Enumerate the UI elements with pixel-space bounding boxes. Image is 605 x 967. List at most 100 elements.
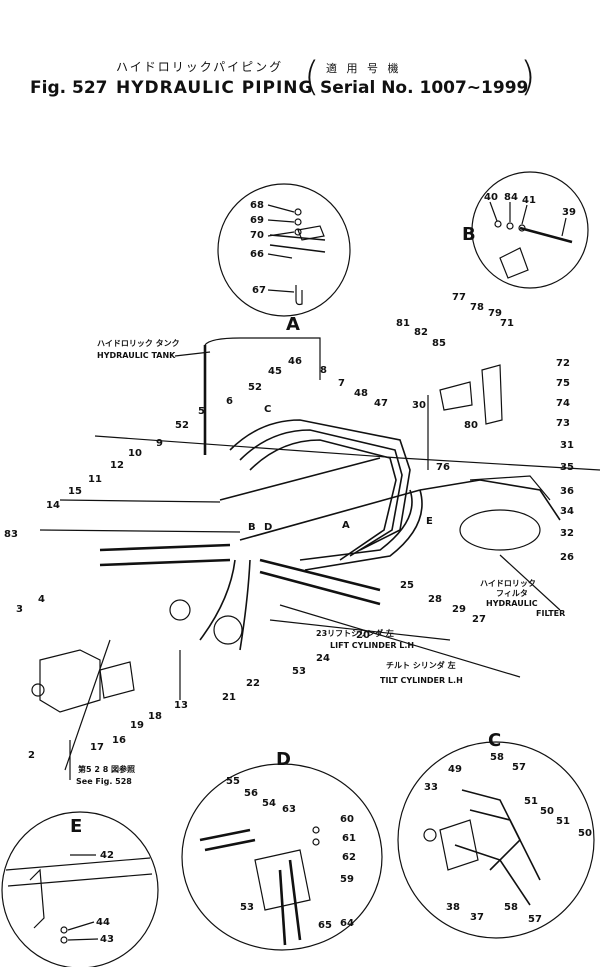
part-66: 66 bbox=[250, 249, 264, 260]
detail-label-e: E bbox=[70, 816, 82, 837]
part-76: 76 bbox=[436, 462, 450, 473]
tilt-label-jp: チルト シリンダ 左 bbox=[386, 660, 456, 670]
part-52: 52 bbox=[248, 382, 262, 393]
part-32: 32 bbox=[560, 528, 574, 539]
view-a-marker: A bbox=[342, 520, 350, 531]
part-6: 6 bbox=[226, 396, 233, 407]
part-38: 38 bbox=[446, 902, 460, 913]
part-24: 24 bbox=[316, 653, 330, 664]
part-13: 13 bbox=[174, 700, 188, 711]
detail-label-a: A bbox=[286, 314, 300, 335]
part-2: 2 bbox=[28, 750, 35, 761]
part-55: 55 bbox=[226, 776, 240, 787]
part-78: 78 bbox=[470, 302, 484, 313]
part-44: 44 bbox=[96, 917, 110, 928]
part-47: 47 bbox=[374, 398, 388, 409]
part-64: 64 bbox=[340, 918, 354, 929]
part-63: 63 bbox=[282, 804, 296, 815]
part-35: 35 bbox=[560, 462, 574, 473]
figure-title: HYDRAULIC PIPING bbox=[116, 78, 314, 98]
part-41: 41 bbox=[522, 195, 536, 206]
part-20: 20 bbox=[356, 630, 370, 641]
part-36: 36 bbox=[560, 486, 574, 497]
part-69: 69 bbox=[250, 215, 264, 226]
part-82: 82 bbox=[414, 327, 428, 338]
part-68: 68 bbox=[250, 200, 264, 211]
tank-label: ハイドロリック タンク HYDRAULIC TANK bbox=[97, 338, 180, 360]
part-77: 77 bbox=[452, 292, 466, 303]
title-block: ハイドロリックパイピング Fig. 527 HYDRAULIC PIPING (… bbox=[26, 54, 546, 108]
part-62: 62 bbox=[342, 852, 356, 863]
part-80: 80 bbox=[464, 420, 478, 431]
part-52: 52 bbox=[175, 420, 189, 431]
view-e-marker: E bbox=[426, 516, 433, 527]
part-40: 40 bbox=[484, 192, 498, 203]
part-29: 29 bbox=[452, 604, 466, 615]
part-72: 72 bbox=[556, 358, 570, 369]
part-7: 7 bbox=[338, 378, 345, 389]
part-56: 56 bbox=[244, 788, 258, 799]
part-74: 74 bbox=[556, 398, 570, 409]
filter-label-jp2: フィルタ bbox=[496, 588, 528, 598]
serial-range: Serial No. 1007~1999 bbox=[320, 78, 529, 98]
tank-label-en: HYDRAULIC TANK bbox=[97, 351, 176, 360]
paren-right: ) bbox=[520, 54, 536, 100]
tank-label-jp: ハイドロリック タンク bbox=[97, 338, 180, 348]
part-26: 26 bbox=[560, 552, 574, 563]
detail-label-d: D bbox=[276, 749, 291, 770]
part-16: 16 bbox=[112, 735, 126, 746]
detail-label-b: B bbox=[462, 224, 476, 245]
part-84: 84 bbox=[504, 192, 518, 203]
part-15: 15 bbox=[68, 486, 82, 497]
paren-left: ( bbox=[304, 54, 320, 100]
see-fig-label: 第5 2 8 図参照 See Fig. 528 bbox=[76, 764, 135, 786]
part-83: 83 bbox=[4, 529, 18, 540]
part-33: 33 bbox=[424, 782, 438, 793]
detail-label-c: C bbox=[488, 730, 501, 751]
part-25: 25 bbox=[400, 580, 414, 591]
part-45: 45 bbox=[268, 366, 282, 377]
part-58: 58 bbox=[504, 902, 518, 913]
detail-c-circle: 33 49 58 57 51 50 51 50 38 37 58 57 bbox=[397, 741, 595, 939]
part-85: 85 bbox=[432, 338, 446, 349]
part-75: 75 bbox=[556, 378, 570, 389]
part-57: 57 bbox=[512, 762, 526, 773]
see-label-jp: 第5 2 8 図参照 bbox=[78, 764, 135, 774]
see-label-en: See Fig. 528 bbox=[76, 777, 132, 786]
part-48: 48 bbox=[354, 388, 368, 399]
part-54: 54 bbox=[262, 798, 276, 809]
part-19: 19 bbox=[130, 720, 144, 731]
figure-number: Fig. 527 bbox=[30, 78, 108, 98]
part-59: 59 bbox=[340, 874, 354, 885]
filter-label-en2: FILTER bbox=[536, 609, 565, 618]
part-37: 37 bbox=[470, 912, 484, 923]
main-assembly bbox=[31, 337, 601, 713]
detail-a-circle: 68 69 70 66 67 bbox=[217, 183, 351, 317]
part-8: 8 bbox=[320, 365, 327, 376]
part-5: 5 bbox=[198, 406, 205, 417]
lift-cylinder-label: 23リフトシリンダ 左 LIFT CYLINDER L.H bbox=[316, 628, 414, 650]
part-43: 43 bbox=[100, 934, 114, 945]
part-79: 79 bbox=[488, 308, 502, 319]
tilt-label-en: TILT CYLINDER L.H bbox=[380, 676, 463, 685]
part-73: 73 bbox=[556, 418, 570, 429]
part-10: 10 bbox=[128, 448, 142, 459]
part-50: 50 bbox=[578, 828, 592, 839]
part-11: 11 bbox=[88, 474, 102, 485]
part-30: 30 bbox=[412, 400, 426, 411]
part-numbers: 46 45 52 8 7 48 47 6 5 52 9 10 12 11 15 … bbox=[4, 292, 574, 761]
detail-d-circle: 55 56 54 63 60 61 62 59 53 65 64 bbox=[181, 763, 383, 951]
view-b-marker: B bbox=[248, 522, 256, 533]
part-3: 3 bbox=[16, 604, 23, 615]
part-22: 22 bbox=[246, 678, 260, 689]
part-34: 34 bbox=[560, 506, 574, 517]
lift-label-en: LIFT CYLINDER L.H bbox=[330, 641, 414, 650]
serial-japanese: 適 用 号 機 bbox=[326, 62, 402, 75]
part-46: 46 bbox=[288, 356, 302, 367]
part-4: 4 bbox=[38, 594, 45, 605]
part-49: 49 bbox=[448, 764, 462, 775]
part-42: 42 bbox=[100, 850, 114, 861]
part-18: 18 bbox=[148, 711, 162, 722]
part-61: 61 bbox=[342, 833, 356, 844]
